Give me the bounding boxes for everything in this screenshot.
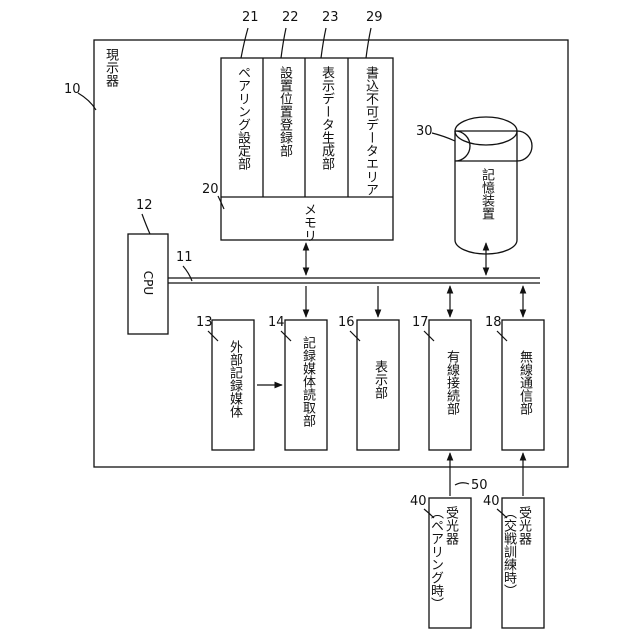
- receiver-training-ref: 40: [483, 494, 500, 509]
- bus-ref: 11: [176, 250, 193, 265]
- memory-section-ref: 23: [322, 10, 339, 25]
- external-media-ref: 13: [196, 315, 213, 330]
- device-ref: 10: [64, 82, 81, 97]
- memory-section-label: 設置位置登録部: [276, 66, 292, 157]
- storage-cylinder: [455, 131, 532, 161]
- receiver-pairing-line1: 受光器: [443, 506, 457, 545]
- receiver-pairing-ref: 40: [410, 494, 427, 509]
- memory-section-label: ペアリング設定部: [234, 66, 250, 170]
- memory-section-ref: 21: [242, 10, 259, 25]
- memory-section-ref: 22: [282, 10, 299, 25]
- device-title: 現示器: [102, 48, 118, 87]
- memory-section-ref: 29: [366, 10, 383, 25]
- receiver-pairing-line2: （ペアリング時）: [428, 506, 442, 610]
- wired-ref: 17: [412, 315, 429, 330]
- memory-label: メモリ: [300, 203, 316, 242]
- display-ref: 16: [338, 315, 355, 330]
- wireless-label: 無線通信部: [516, 350, 532, 415]
- media-reader-label: 記録媒体読取部: [299, 336, 315, 427]
- memory-section-label: 表示データ生成部: [318, 66, 334, 170]
- cpu-ref: 12: [136, 198, 153, 213]
- media-reader-ref: 14: [268, 315, 285, 330]
- receiver-training-line2: （交戦訓練時）: [501, 506, 515, 597]
- external-media-label: 外部記録媒体: [226, 340, 242, 418]
- memory-section-label: 書込不可データエリア: [362, 66, 378, 196]
- wired-label: 有線接続部: [443, 350, 459, 415]
- cpu-label: CPU: [141, 265, 155, 301]
- receiver-training-line1: 受光器: [516, 506, 530, 545]
- cable-ref: 50: [471, 478, 488, 493]
- storage-ref: 30: [416, 124, 433, 139]
- display-label: 表示部: [371, 360, 387, 399]
- storage-label: 記憶装置: [478, 168, 494, 220]
- memory-ref: 20: [202, 182, 219, 197]
- wireless-ref: 18: [485, 315, 502, 330]
